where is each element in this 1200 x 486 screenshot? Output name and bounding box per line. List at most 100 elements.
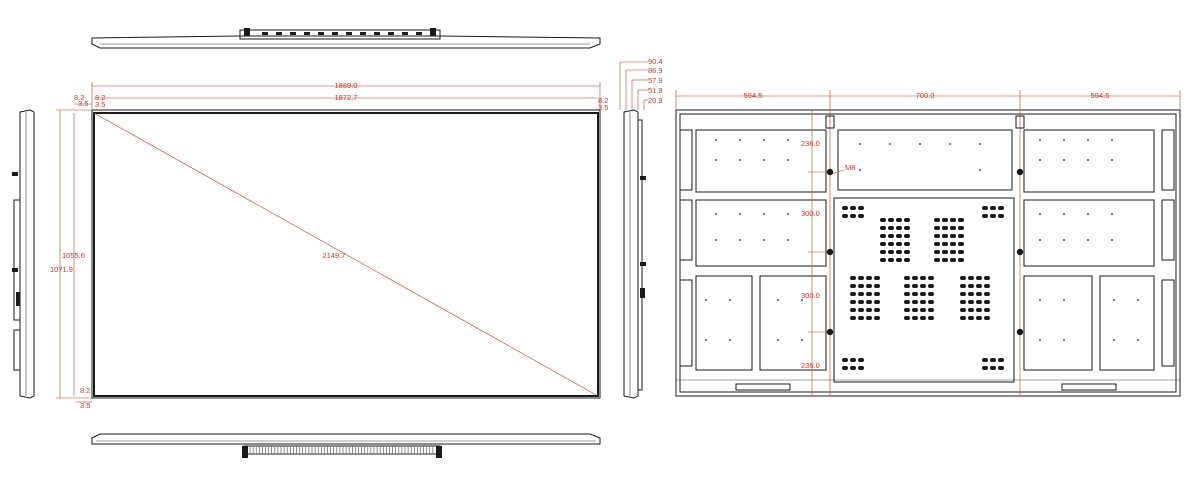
screw-dot	[1039, 339, 1041, 341]
screw-label: M8	[845, 163, 855, 172]
vent-slot	[976, 292, 982, 296]
overall-width-label: 1889.0	[335, 81, 358, 90]
vent-slot	[928, 276, 934, 280]
bezel-top-left-a: 8.2	[74, 93, 84, 102]
vent-slot	[968, 284, 974, 288]
vert-mid2-label: 300.0	[801, 291, 820, 300]
vent-slot	[976, 308, 982, 312]
vent-slot	[850, 284, 856, 288]
screw-dot	[1137, 339, 1139, 341]
vent-slot	[942, 250, 948, 254]
vent-slot	[950, 242, 956, 246]
vent-slot	[912, 300, 918, 304]
vent-slot	[982, 206, 988, 210]
vent-slot	[904, 276, 910, 280]
screw-dot	[1063, 139, 1065, 141]
screw-dot	[1087, 159, 1089, 161]
vent-slot	[858, 292, 864, 296]
diagonal-label: 2149.7	[323, 251, 346, 260]
top-slot	[402, 32, 408, 35]
screw-dot	[1111, 139, 1113, 141]
screw-dot	[1039, 213, 1041, 215]
vent-slot	[920, 308, 926, 312]
vent-slot	[850, 366, 856, 370]
vent-slot	[942, 242, 948, 246]
vent-slot	[958, 218, 964, 222]
screw-dot	[787, 139, 789, 141]
screw-dot	[1113, 339, 1115, 341]
screw-dot	[1063, 299, 1065, 301]
bezel-bottom-a: 8.2	[80, 386, 90, 395]
depth-3-label: 57.9	[648, 76, 663, 85]
vent-slot	[928, 308, 934, 312]
vent-slot	[984, 300, 990, 304]
vent-slot	[904, 308, 910, 312]
top-slot	[346, 32, 352, 35]
vent-slot	[896, 234, 902, 238]
vent-slot	[920, 292, 926, 296]
vent-slot	[984, 316, 990, 320]
vent-slot	[850, 206, 856, 210]
top-slot	[276, 32, 282, 35]
bottom-view	[91, 433, 601, 458]
bezel-top-left-b: 3.5	[78, 99, 88, 108]
vent-slot	[934, 218, 940, 222]
vent-slot	[968, 292, 974, 296]
screw-dot	[889, 143, 891, 145]
screw-dot	[715, 239, 717, 241]
screw-dot	[1113, 299, 1115, 301]
vent-slot	[942, 226, 948, 230]
vent-slot	[896, 258, 902, 262]
inner-height-label: 1055.6	[62, 251, 85, 260]
top-slot	[374, 32, 380, 35]
vent-slot	[960, 292, 966, 296]
vent-slot	[984, 308, 990, 312]
mounting-hole	[1016, 328, 1024, 336]
depth-total-label: 90.4	[648, 57, 663, 66]
vent-slot	[982, 214, 988, 218]
vent-slot	[934, 250, 940, 254]
screw-dot	[787, 213, 789, 215]
depth-4-label: 51.9	[648, 86, 663, 95]
vent-slot	[904, 234, 910, 238]
vent-slot	[888, 226, 894, 230]
top-slot	[290, 32, 296, 35]
vent-slot	[982, 366, 988, 370]
vent-slot	[990, 366, 996, 370]
vent-slot	[958, 250, 964, 254]
vent-slot	[874, 308, 880, 312]
vent-slot	[866, 308, 872, 312]
top-slot	[304, 32, 310, 35]
vent-slot	[990, 214, 996, 218]
screw-dot	[1087, 213, 1089, 215]
vent-slot	[984, 292, 990, 296]
vent-slot	[880, 258, 886, 262]
screw-dot	[919, 143, 921, 145]
vent-slot	[904, 258, 910, 262]
vent-slot	[920, 284, 926, 288]
rear-view: 594.5 700.0 594.5 236.0 300.0 300.0	[675, 90, 1181, 397]
vent-slot	[850, 292, 856, 296]
vent-slot	[976, 316, 982, 320]
vent-slot	[874, 316, 880, 320]
vent-slot	[866, 292, 872, 296]
screw-dot	[777, 339, 779, 341]
vent-slot	[934, 258, 940, 262]
vent-slot	[950, 234, 956, 238]
vent-slot	[874, 300, 880, 304]
vent-slot	[990, 206, 996, 210]
vent-slot	[928, 300, 934, 304]
vent-slot	[982, 358, 988, 362]
vent-slot	[960, 308, 966, 312]
screw-dot	[763, 159, 765, 161]
depth-5-label: 20.9	[648, 96, 663, 105]
screw-dot	[739, 159, 741, 161]
vent-slot	[998, 358, 1004, 362]
vent-slot	[850, 276, 856, 280]
vent-slot	[990, 358, 996, 362]
screw-dot	[739, 213, 741, 215]
vent-slot	[858, 316, 864, 320]
screw-dot	[1063, 159, 1065, 161]
vent-slot	[920, 316, 926, 320]
vent-slot	[904, 226, 910, 230]
